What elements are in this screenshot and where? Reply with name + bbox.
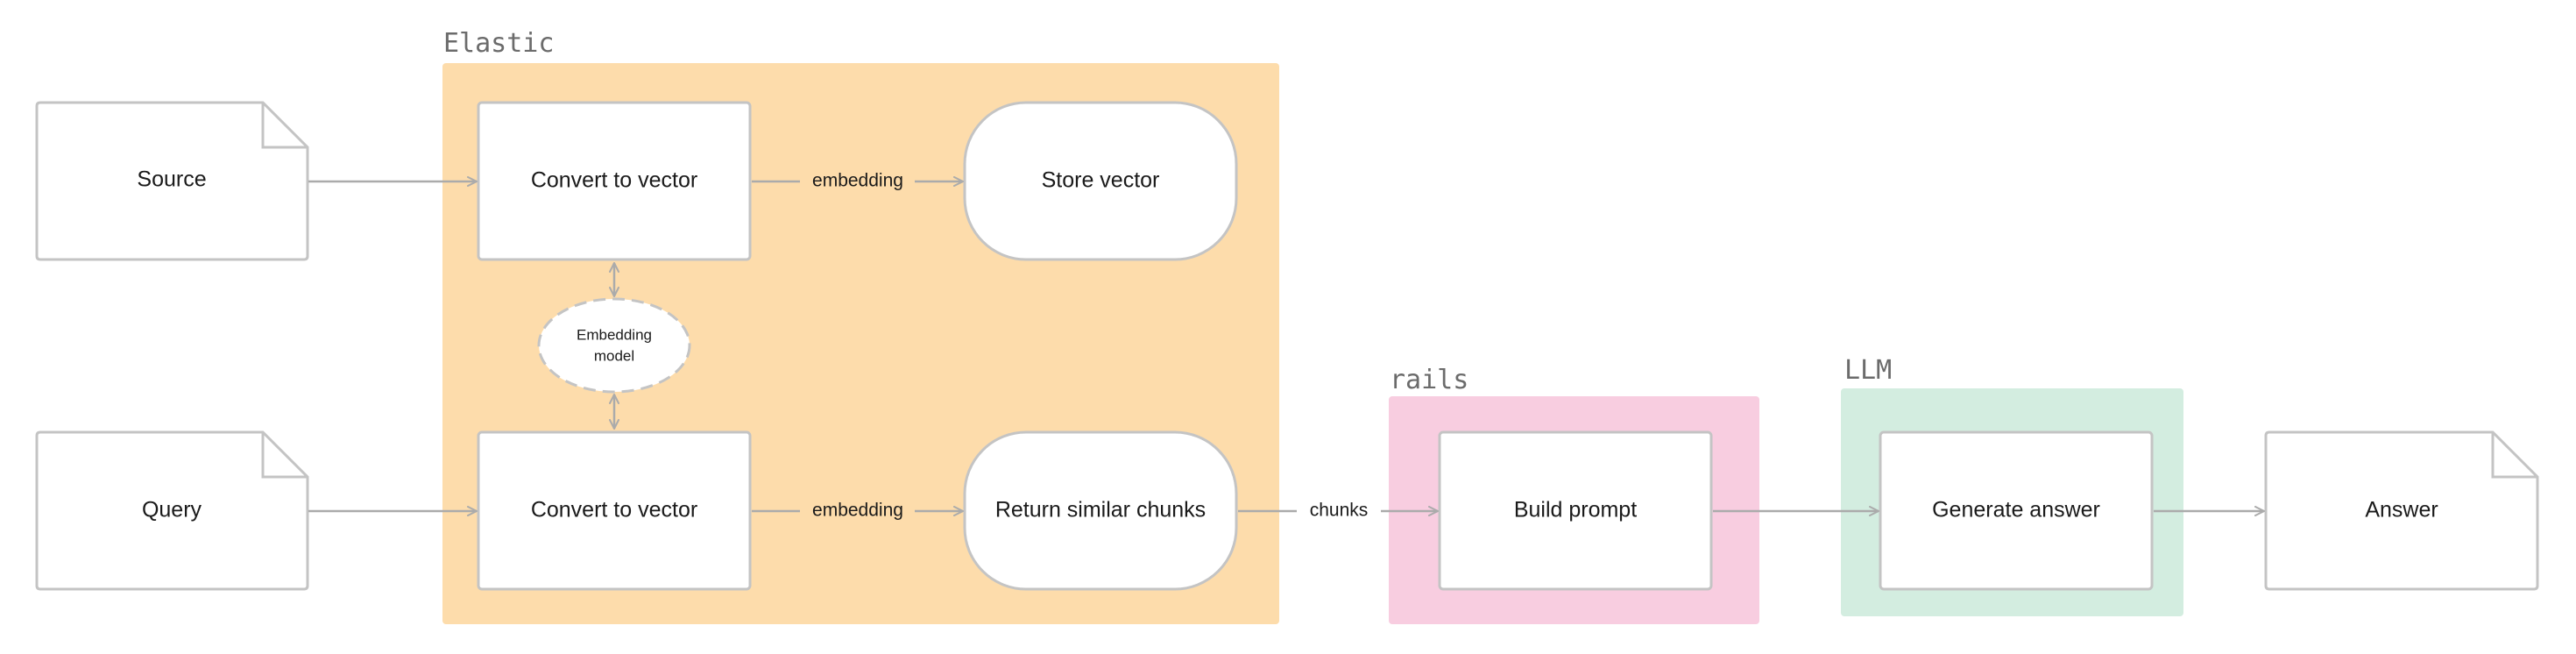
convert-bottom-label: Convert to vector [531, 498, 697, 522]
convert-top-label: Convert to vector [531, 168, 697, 193]
generate-answer-node [1879, 430, 2154, 591]
answer-document-node [2264, 430, 2539, 591]
edge-chunks-label: chunks [1310, 501, 1369, 521]
return-chunks-label: Return similar chunks [995, 498, 1206, 522]
edge-embedding-bottom-label: embedding [812, 501, 903, 521]
store-vector-node [963, 101, 1238, 261]
llm-group-label: LLM [1844, 355, 1892, 386]
source-label: Source [137, 167, 206, 192]
convert-bottom-node [477, 430, 752, 591]
query-document-node [35, 430, 309, 591]
source-folded-corner [261, 103, 308, 149]
elastic-group-label: Elastic [443, 28, 554, 59]
query-label: Query [142, 498, 202, 522]
embedding-model-node [537, 297, 691, 394]
edge-embedding-top-label: embedding [812, 171, 903, 191]
return-chunks-node [963, 430, 1238, 591]
embedding-model-label-line1: Embedding [577, 326, 652, 343]
store-vector-label: Store vector [1042, 168, 1160, 193]
answer-folded-corner [2491, 432, 2537, 479]
answer-label: Answer [2365, 498, 2438, 522]
build-prompt-node [1438, 430, 1713, 591]
embedding-model-label-line2: model [594, 347, 634, 364]
query-folded-corner [261, 432, 308, 479]
convert-top-node [477, 101, 752, 261]
rails-group-label: rails [1390, 365, 1468, 395]
source-document-node [35, 101, 309, 261]
build-prompt-label: Build prompt [1514, 498, 1637, 522]
generate-answer-label: Generate answer [1932, 498, 2100, 522]
